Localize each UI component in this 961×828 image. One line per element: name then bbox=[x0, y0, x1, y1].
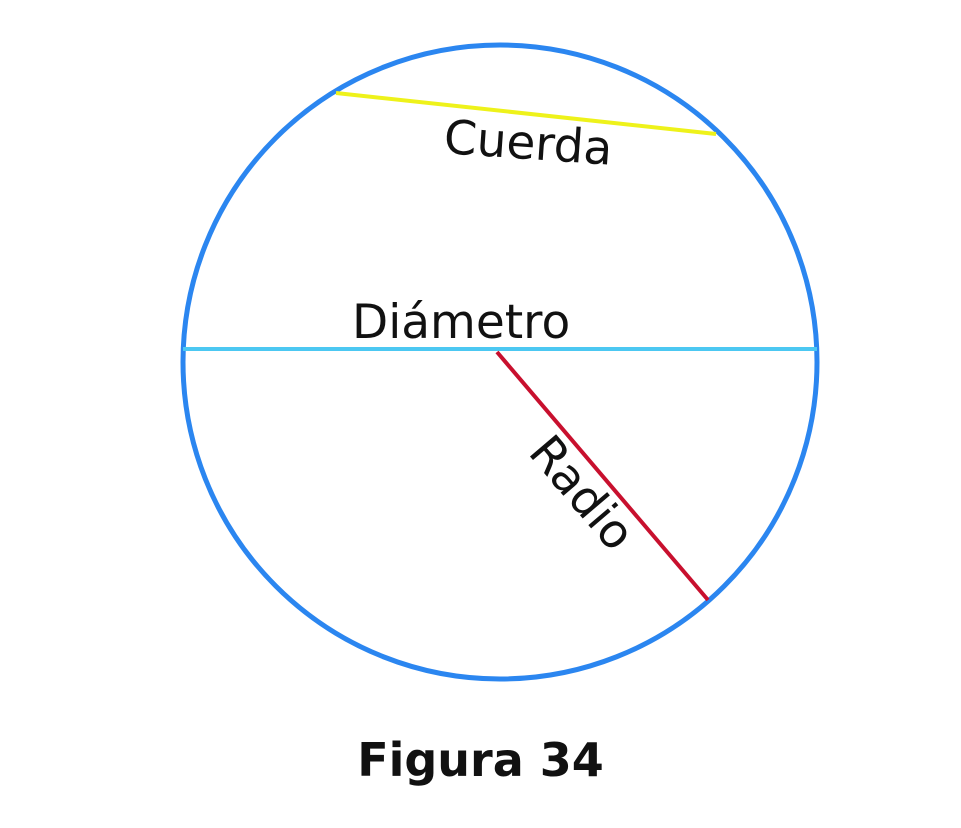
chord-line bbox=[335, 91, 717, 136]
radius-label: Radio bbox=[518, 425, 645, 561]
circle bbox=[180, 42, 820, 682]
chord-label: Cuerda bbox=[442, 110, 614, 177]
figure-caption: Figura 34 bbox=[357, 733, 604, 787]
diameter-label: Diámetro bbox=[352, 295, 570, 350]
radius-line bbox=[495, 350, 710, 602]
